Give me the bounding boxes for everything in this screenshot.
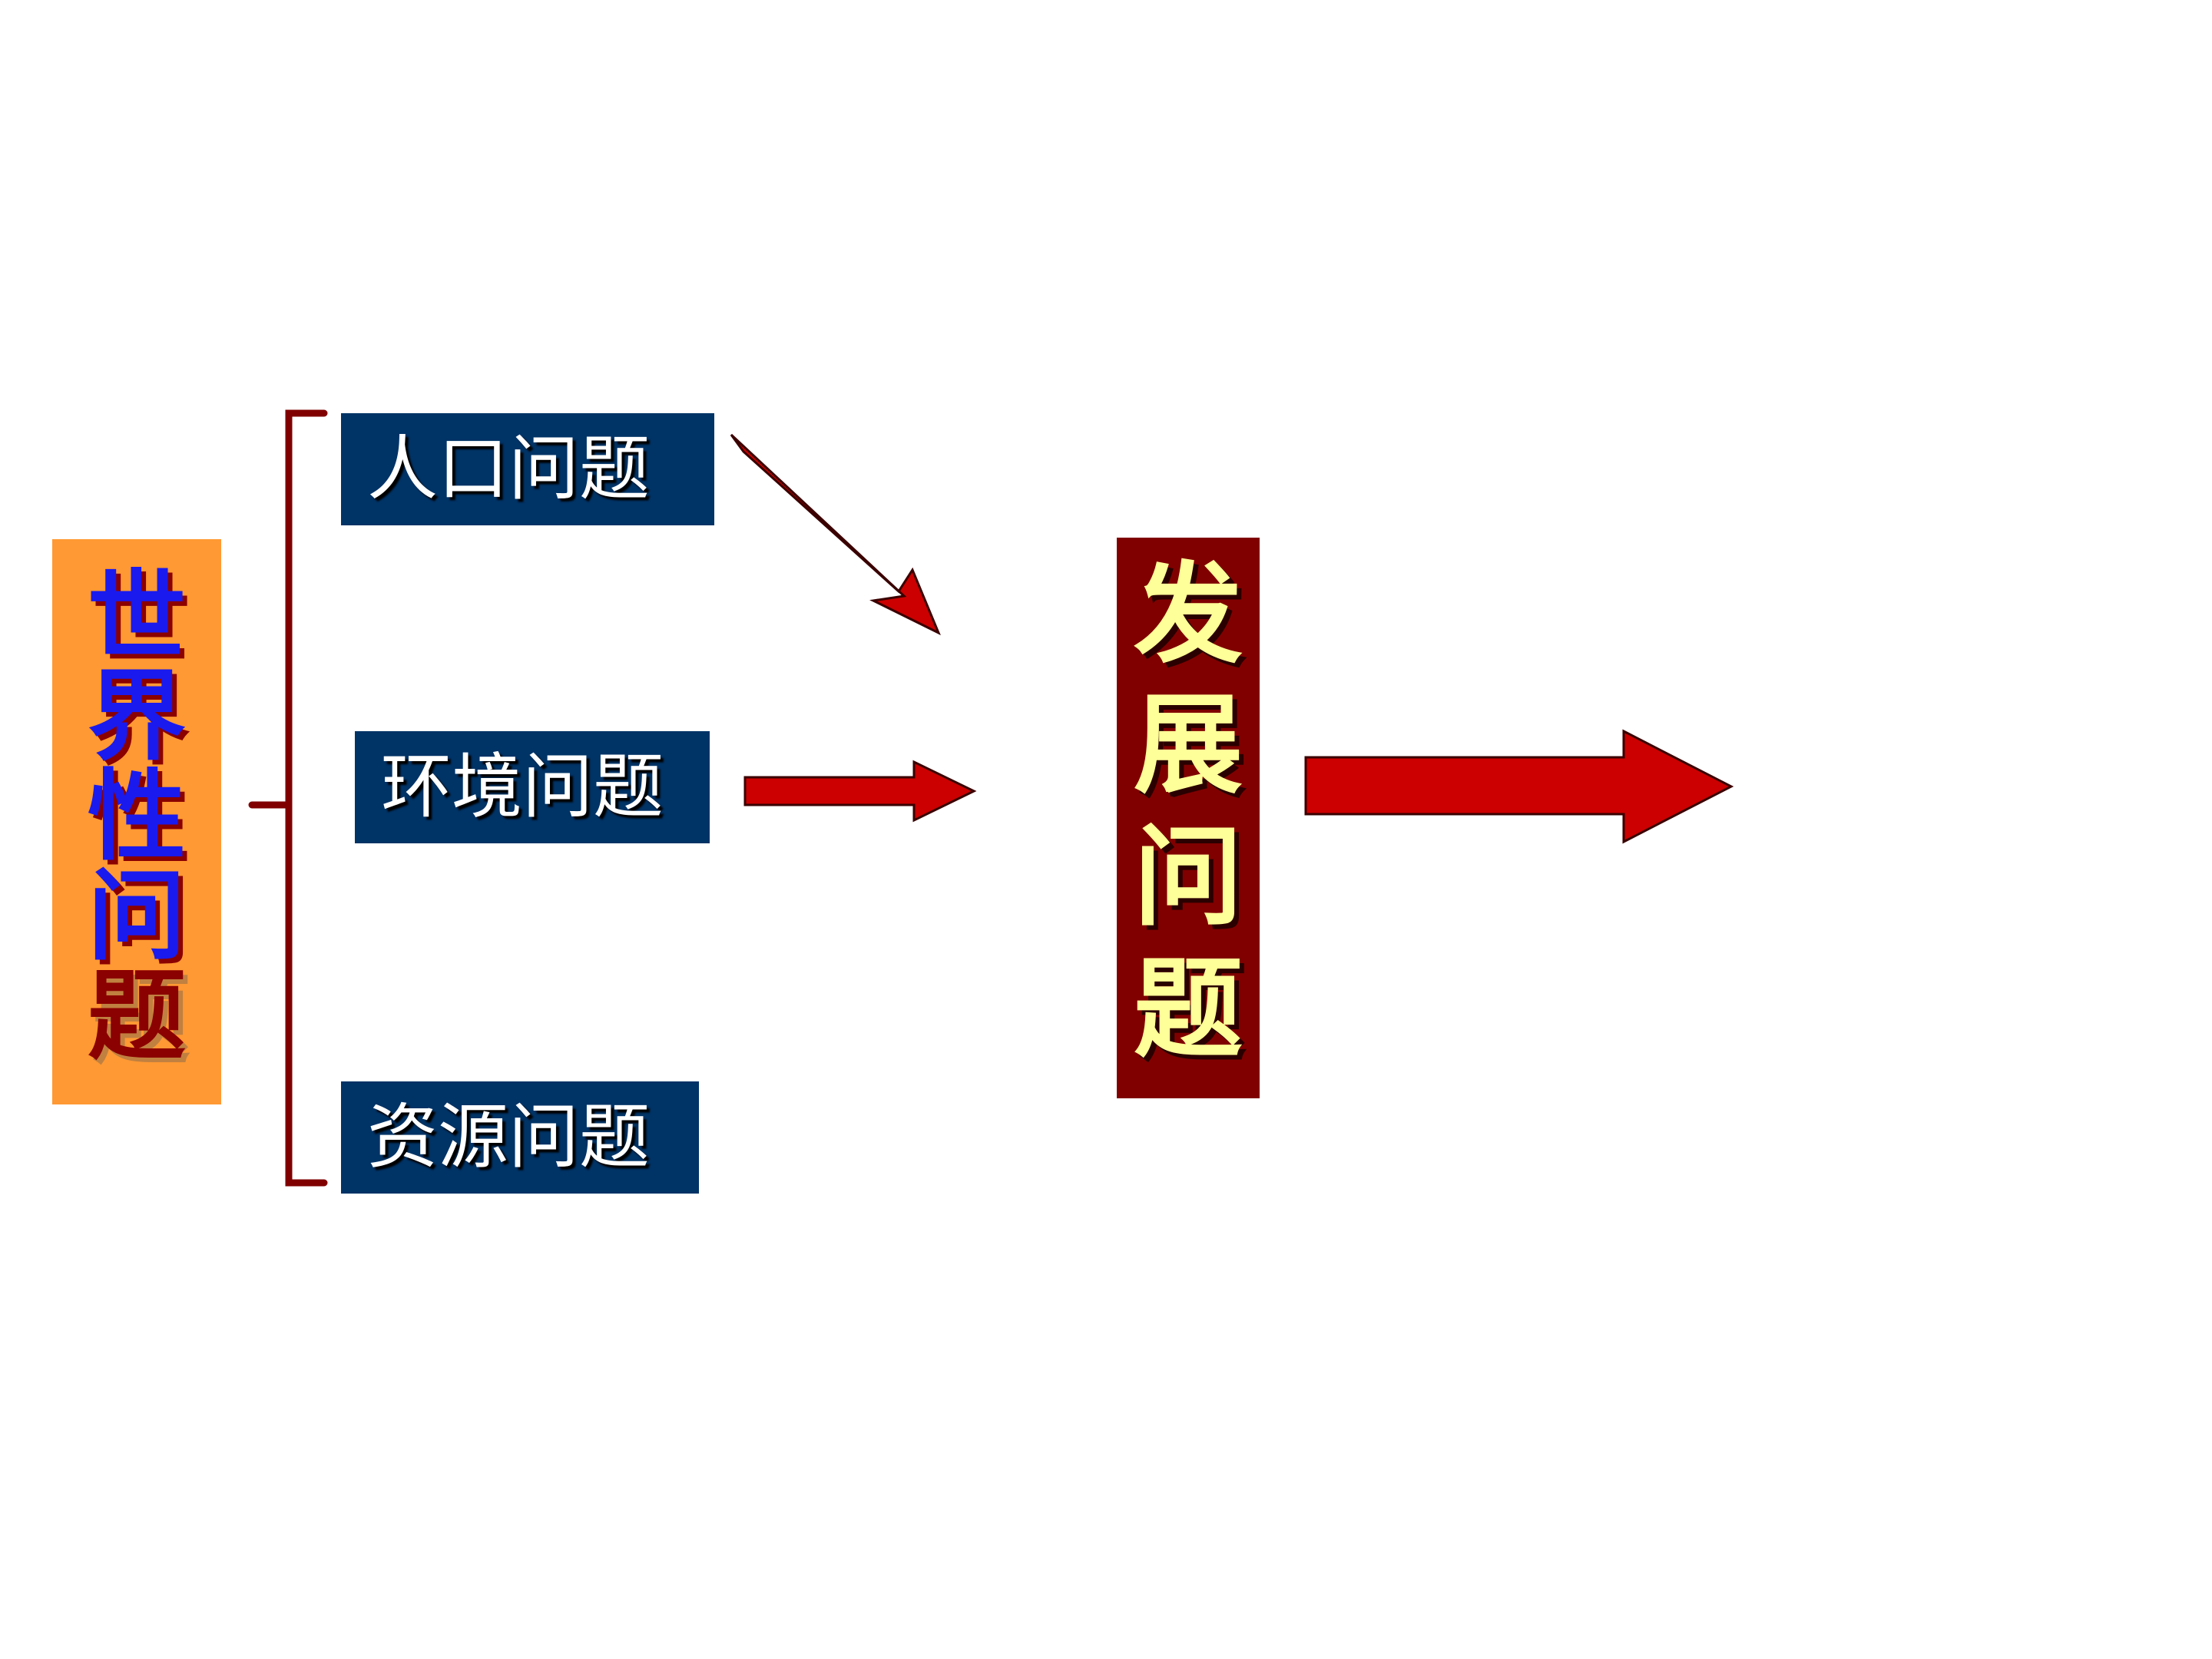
diagonal-arrow <box>730 433 941 636</box>
development-output-arrow <box>1304 729 1734 844</box>
environment-arrow <box>743 760 977 823</box>
world-issues-char-4: 问 <box>87 859 186 974</box>
development-char-4: 题 <box>1134 946 1243 1073</box>
resource-problem-label: 资源问题 <box>367 1096 651 1178</box>
development-problem-box: 发 展 问 题 <box>1117 538 1260 1098</box>
world-issues-char-2: 界 <box>87 660 186 774</box>
grouping-bracket <box>248 409 328 1187</box>
development-char-3: 问 <box>1134 814 1243 941</box>
bracket-line <box>248 409 328 1187</box>
development-char-2: 展 <box>1134 682 1243 809</box>
population-problem-box: 人口问题 <box>341 413 714 525</box>
resource-problem-box: 资源问题 <box>341 1081 699 1194</box>
environment-problem-box: 环境问题 <box>355 731 710 843</box>
population-problem-label: 人口问题 <box>367 428 651 510</box>
world-issues-box: 世 界 性 问 题 <box>52 539 221 1104</box>
world-issues-char-1: 世 <box>87 560 186 674</box>
world-issues-char-5: 题 <box>87 959 186 1074</box>
development-char-1: 发 <box>1134 551 1243 678</box>
environment-problem-label: 环境问题 <box>381 746 664 828</box>
world-issues-char-3: 性 <box>87 760 186 874</box>
